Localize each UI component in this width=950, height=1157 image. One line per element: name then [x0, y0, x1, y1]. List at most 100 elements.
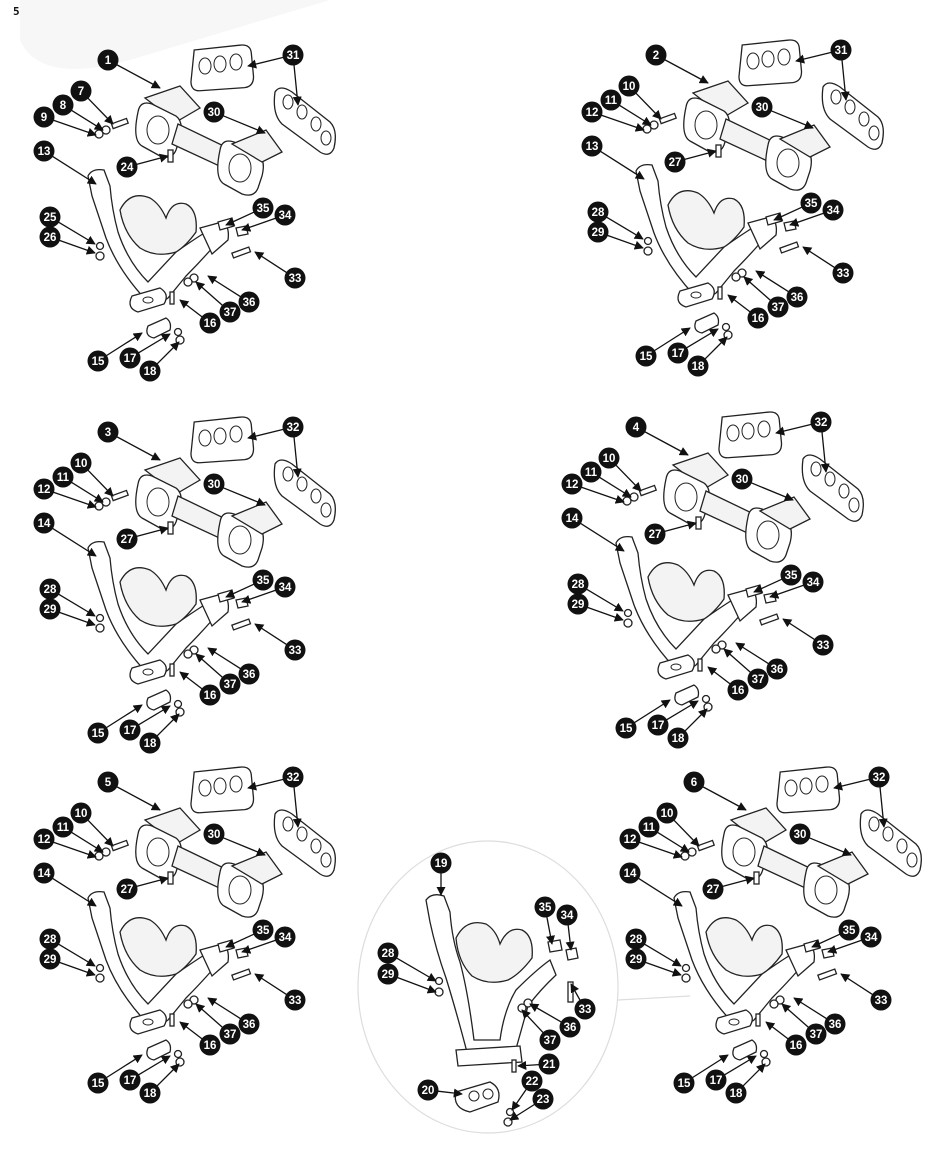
callout-16: 16: [199, 684, 221, 706]
stud: [817, 968, 838, 981]
washer: [95, 963, 105, 973]
nut: [769, 999, 779, 1009]
callout-17-number: 17: [672, 348, 685, 360]
leader-arrow: [827, 939, 862, 954]
callout-15: 15: [87, 1072, 109, 1094]
callout-1: 1: [97, 49, 119, 71]
callout-12: 12: [33, 828, 55, 850]
manifold-gasket-lower: [273, 87, 336, 155]
callout-35-number: 35: [257, 203, 270, 215]
leader-arrow: [743, 276, 771, 301]
callout-33: 33: [284, 267, 306, 289]
manifold-gasket-upper: [718, 411, 783, 459]
callout-14: 14: [561, 507, 583, 529]
callout-27: 27: [116, 878, 138, 900]
callout-22: 22: [521, 1070, 543, 1092]
callout-34: 34: [802, 571, 824, 593]
leader-arrow: [156, 1063, 180, 1087]
callout-29: 29: [625, 948, 647, 970]
callout-37-number: 37: [224, 1029, 237, 1041]
inlet-manifold: [721, 807, 869, 918]
washer: [701, 694, 711, 704]
flange-gasket: [146, 317, 172, 339]
bracket: [745, 584, 763, 598]
callout-10: 10: [618, 75, 640, 97]
leader-arrow: [742, 1063, 766, 1087]
nut: [183, 277, 193, 287]
callout-35-number: 35: [843, 925, 856, 937]
callout-31: 31: [830, 39, 852, 61]
callout-33: 33: [870, 989, 892, 1011]
callout-16: 16: [199, 312, 221, 334]
nut: [622, 496, 632, 506]
leader-arrow: [106, 1054, 143, 1079]
callout-18: 18: [139, 732, 161, 754]
callout-37-number: 37: [772, 302, 785, 314]
callout-27-number: 27: [707, 884, 720, 896]
callout-32-number: 32: [287, 422, 300, 434]
clip: [565, 947, 579, 961]
callout-11-number: 11: [605, 95, 618, 107]
leader-arrow: [247, 56, 284, 69]
leader-arrow: [521, 1009, 544, 1034]
leader-arrow: [546, 916, 555, 945]
callout-7: 7: [70, 80, 92, 102]
callout-18-number: 18: [144, 738, 157, 750]
callout-28: 28: [39, 928, 61, 950]
callout-16: 16: [727, 679, 749, 701]
callout-33-number: 33: [875, 995, 888, 1007]
leader-arrow: [529, 1003, 562, 1023]
leader-arrow: [241, 217, 276, 232]
washer: [623, 608, 633, 618]
callout-12-number: 12: [566, 479, 579, 491]
callout-24: 24: [116, 156, 138, 178]
leader-arrow: [106, 704, 143, 729]
callout-33: 33: [832, 262, 854, 284]
stud: [511, 1059, 517, 1073]
leader-arrow: [254, 623, 287, 646]
leader-arrow: [765, 1021, 789, 1040]
callout-11: 11: [52, 466, 74, 488]
leader-arrow: [770, 110, 814, 130]
stud: [169, 1013, 175, 1027]
callout-19-number: 19: [435, 858, 448, 870]
callout-30-number: 30: [208, 107, 221, 119]
leader-arrow: [53, 841, 97, 859]
callout-28-number: 28: [592, 207, 605, 219]
callout-29-number: 29: [382, 969, 395, 981]
manifold-gasket-lower: [273, 459, 336, 527]
stud: [110, 839, 130, 852]
dowel: [167, 871, 174, 885]
callout-30-number: 30: [208, 479, 221, 491]
leader-arrow: [225, 211, 255, 226]
nut: [95, 973, 105, 983]
callout-30: 30: [789, 823, 811, 845]
callout-36-number: 36: [829, 1019, 842, 1031]
leader-arrow: [241, 589, 276, 604]
callout-30-number: 30: [208, 829, 221, 841]
nut: [94, 129, 104, 139]
leader-arrow: [702, 786, 747, 811]
callout-28: 28: [567, 573, 589, 595]
callout-15: 15: [87, 722, 109, 744]
callout-16-number: 16: [732, 685, 745, 697]
manifold-gasket-lower: [821, 82, 884, 150]
exhaust-manifold: [87, 540, 230, 685]
callout-36: 36: [766, 658, 788, 680]
leader-arrow: [840, 973, 873, 996]
leader-arrow: [666, 700, 699, 721]
callout-10-number: 10: [75, 458, 88, 470]
callout-17-number: 17: [124, 1075, 137, 1087]
leader-arrow: [195, 1003, 223, 1028]
callout-31-number: 31: [835, 45, 848, 57]
leader-arrow: [59, 239, 96, 255]
callout-28-number: 28: [44, 934, 57, 946]
callout-18-number: 18: [730, 1088, 743, 1100]
clip: [235, 597, 249, 609]
leader-arrow: [657, 831, 690, 853]
callout-2: 2: [645, 44, 667, 66]
callout-33: 33: [284, 989, 306, 1011]
